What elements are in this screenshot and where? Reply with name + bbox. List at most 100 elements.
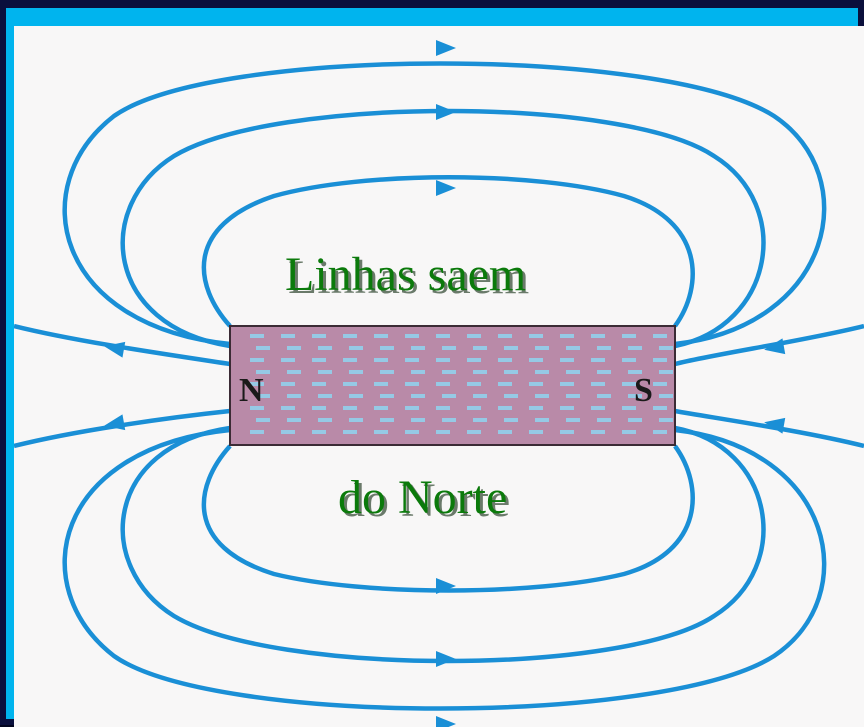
magnet-dash [380,418,394,422]
caption-top: Linhas saem Linhas saem [285,248,529,304]
magnet-dash [659,394,673,398]
caption-bottom-shadow: do Norte [341,474,510,527]
magnet-dash [467,406,481,410]
field-line-upper-inner [201,175,695,328]
magnet-dash [281,406,295,410]
magnet-dash [529,358,543,362]
magnet-dash [653,406,667,410]
magnet-dash [343,382,357,386]
magnet-dash [436,406,450,410]
magnet-dash [411,418,425,422]
magnet-dash [535,418,549,422]
magnet-dash [597,346,611,350]
magnet-dash [250,334,264,338]
magnet-dash [318,394,332,398]
magnet-body [229,325,676,446]
magnet-dash [287,346,301,350]
magnet-dash [349,346,363,350]
magnet-dash [467,430,481,434]
bar-magnet: N S [229,325,676,446]
magnet-dash [287,394,301,398]
magnet-dash [498,358,512,362]
magnet-dash [281,382,295,386]
magnet-dash [473,394,487,398]
magnet-dash [312,382,326,386]
magnet-dash [622,382,636,386]
diagram-canvas: N S Linhas saem Linhas saem do Norte do … [14,26,864,727]
magnet-dash [628,394,642,398]
magnet-dash [250,358,264,362]
magnet-dash [256,370,270,374]
caption-bottom: do Norte do Norte [338,471,510,527]
magnet-dash [343,430,357,434]
south-pole-label: S [634,372,653,409]
field-line-lower-outer [62,427,827,711]
field-line-upper-middle-arrow-1 [436,104,456,120]
field-line-lower-outer-arrow-1 [436,716,456,727]
magnet-dash [256,394,270,398]
magnet-dash [312,406,326,410]
field-line-upper-inner-arrow-1 [436,180,456,196]
magnet-dash [597,418,611,422]
magnet-dash [597,370,611,374]
magnet-dash [281,358,295,362]
field-lines [14,40,864,727]
magnet-dash [374,430,388,434]
magnet-dash-pattern [250,334,673,434]
magnet-dash [318,370,332,374]
field-line-upper-outer-arrow-1 [436,40,456,56]
caption-top-shadow: Linhas saem [288,251,529,304]
magnet-dash [659,370,673,374]
magnet-dash [281,334,295,338]
magnet-dash [374,382,388,386]
magnet-dash [659,346,673,350]
field-line-right-lower [674,408,864,449]
magnet-dash [287,418,301,422]
magnet-dash [529,430,543,434]
magnet-dash [473,418,487,422]
magnet-dash [597,394,611,398]
magnet-dash [349,418,363,422]
magnet-dash [504,346,518,350]
magnet-dash [591,406,605,410]
magnet-dash [442,370,456,374]
magnet-dash [504,370,518,374]
magnet-dash [380,346,394,350]
magnet-dash [653,358,667,362]
magnet-dash [504,394,518,398]
magnet-dash [312,358,326,362]
magnet-dash [436,334,450,338]
magnet-dash [436,382,450,386]
magnet-dash [653,334,667,338]
magnet-dash [312,430,326,434]
magnet-dash [622,334,636,338]
magnet-dash [442,346,456,350]
magnet-dash [529,406,543,410]
magnet-dash [374,358,388,362]
magnet-dash [436,430,450,434]
magnet-dash [504,418,518,422]
magnet-dash [529,334,543,338]
magnet-dash [281,430,295,434]
magnet-dash [349,394,363,398]
magnet-dash [535,370,549,374]
magnet-dash [250,430,264,434]
magnet-dash [659,418,673,422]
magnet-dash [380,370,394,374]
magnet-dash [318,346,332,350]
magnet-dash [628,418,642,422]
magnet-dash [374,334,388,338]
magnet-dash [498,382,512,386]
magnet-dash [256,346,270,350]
field-line-lower-inner [201,444,695,593]
field-line-lower-middle [120,425,766,664]
magnet-dash [628,346,642,350]
magnet-dash [405,358,419,362]
north-pole-label: N [239,372,264,409]
magnet-dash [405,430,419,434]
field-line-right-lower-arrow-1 [764,417,786,434]
magnet-dash [498,406,512,410]
magnet-dash [374,406,388,410]
field-line-lower-middle-arrow-1 [436,651,456,667]
